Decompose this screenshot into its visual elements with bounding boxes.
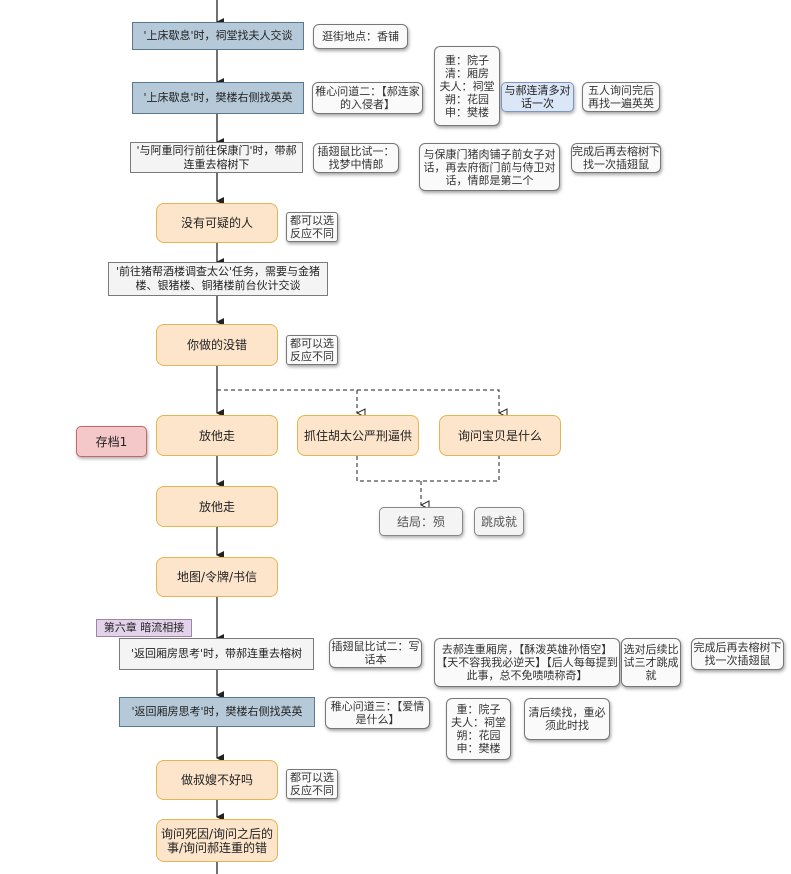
- location-item: 夫人：祠堂: [451, 716, 506, 729]
- choice-let-go-2: 放他走: [156, 486, 278, 527]
- location-item: 清：厢房: [445, 66, 489, 80]
- note-any-choice: 都可以选反应不同: [286, 212, 338, 242]
- location-item: 夫人：祠堂: [439, 79, 495, 93]
- choice-you-did-right: 你做的没错: [156, 324, 278, 366]
- note-return-banyan-2: 完成后再去榕树下找一次插翅鼠: [691, 638, 784, 670]
- note-after-five: 五人询问完后再找一遍英英: [582, 82, 660, 112]
- ending-death: 结局：殒: [379, 507, 463, 536]
- note-any-choice: 都可以选反应不同: [286, 769, 338, 799]
- location-item: 重：院子: [456, 703, 501, 716]
- step-pig-tavern: '前往猪帮酒楼调查太公'任务，需要与金猪楼、银猪楼、铜猪楼前台伙计交谈: [108, 262, 328, 296]
- save-point-1: 存档1: [76, 426, 147, 457]
- step-talk-madam: '上床歇息'时，祠堂找夫人交谈: [132, 22, 304, 50]
- note-shopping-location: 逛街地点：香铺: [313, 24, 408, 49]
- location-item: 申：樊楼: [445, 105, 489, 119]
- note-contest-1-hint: 与保康门猪肉铺子前女子对话，再去府衙门前与侍卫对话，情郎是第二个: [419, 143, 560, 191]
- note-mouse-contest-1: 插翅鼠比试一：找梦中情郎: [313, 143, 399, 173]
- step-baokang-gate: '与阿重同行前往保康门'时，带郝连重去榕树下: [130, 142, 303, 173]
- choice-in-laws: 做叔嫂不好吗: [156, 760, 278, 800]
- choice-map-token-letter: 地图/令牌/书信: [156, 557, 278, 597]
- note-talk-qing: 与郝连清多对话一次: [501, 82, 574, 112]
- option-let-go: 放他走: [156, 415, 278, 456]
- note-contest-2-answers: 去郝连重厢房，【酥泼英雄孙悟空】【天不容我我必逆天】【后人每每提到此事，总不免啧…: [434, 638, 620, 687]
- note-heart-question-3: 稚心问道三：【爱情是什么】: [325, 697, 430, 729]
- option-ask-treasure: 询问宝贝是什么: [439, 415, 561, 456]
- note-heart-question-2: 稚心问道二：【郝连家的入侵者】: [312, 82, 423, 114]
- location-item: 朔：花园: [445, 92, 489, 106]
- note-mouse-contest-2: 插翅鼠比试二：写话本: [329, 638, 422, 668]
- note-qing-later: 清后续找，重必须此时找: [524, 698, 610, 740]
- note-any-choice: 都可以选反应不同: [286, 335, 338, 365]
- chapter-label: 第六章 暗流相接: [96, 619, 192, 637]
- location-item: 朔：花园: [456, 729, 501, 742]
- option-interrogate: 抓住胡太公严刑逼供: [297, 415, 419, 456]
- step-return-room-banyan: '返回厢房思考'时，带郝连重去榕树: [119, 638, 314, 670]
- step-find-yingying: '上床歇息'时，樊楼右侧找英英: [132, 82, 304, 114]
- note-return-banyan: 完成后再去榕树下找一次插翅鼠: [571, 143, 661, 173]
- edge-dashed: [356, 456, 500, 482]
- location-item: 重：院子: [445, 53, 489, 67]
- note-skip-achievement: 跳成就: [474, 507, 524, 536]
- edge-dashed: [217, 389, 499, 413]
- note-contest-3-hint: 选对后续比试三才跳成就: [621, 638, 681, 687]
- location-item: 申：樊楼: [456, 742, 501, 755]
- note-locations: 重：院子 清：厢房 夫人：祠堂 朔：花园 申：樊楼: [434, 46, 500, 126]
- choice-ask-death: 询问死因/询问之后的事/询问郝连重的错: [156, 819, 278, 862]
- note-locations-2: 重：院子 夫人：祠堂 朔：花园 申：樊楼: [446, 698, 511, 760]
- step-return-room-yingying: '返回厢房思考'时，樊楼右侧找英英: [119, 697, 315, 727]
- choice-no-suspect: 没有可疑的人: [156, 203, 278, 243]
